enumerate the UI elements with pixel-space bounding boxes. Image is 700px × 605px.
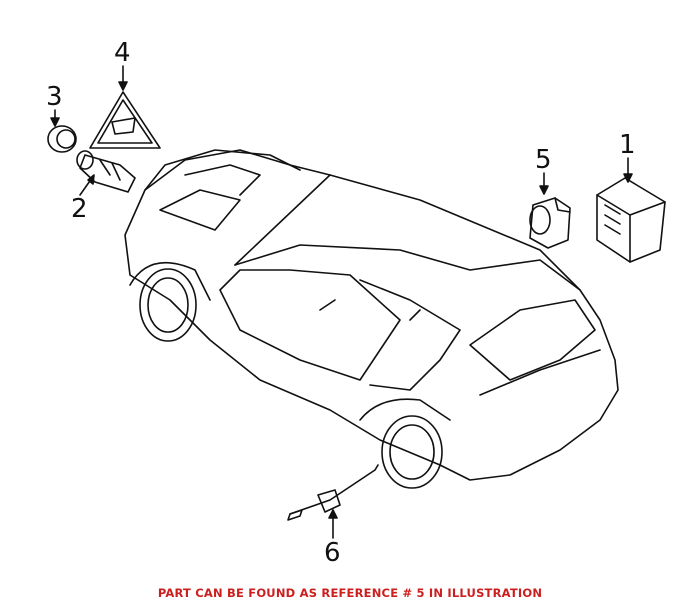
callout-5: 5 bbox=[535, 145, 552, 175]
callout-4: 4 bbox=[114, 38, 131, 68]
part-1-control-module bbox=[596, 177, 666, 263]
part-5-sensor bbox=[529, 197, 571, 249]
part-6-wiring-harness bbox=[287, 464, 379, 521]
callout-1: 1 bbox=[619, 130, 636, 160]
vehicle-outline bbox=[124, 149, 619, 489]
reference-note: PART CAN BE FOUND AS REFERENCE # 5 IN IL… bbox=[157, 586, 543, 600]
part-4-warning-label bbox=[89, 91, 161, 149]
part-3-sensor-ring bbox=[47, 125, 77, 153]
callout-2: 2 bbox=[71, 194, 88, 224]
callout-6: 6 bbox=[324, 538, 341, 568]
part-2-park-sensor bbox=[76, 150, 136, 193]
callout-3: 3 bbox=[46, 82, 63, 112]
callout-arrows bbox=[50, 65, 633, 539]
